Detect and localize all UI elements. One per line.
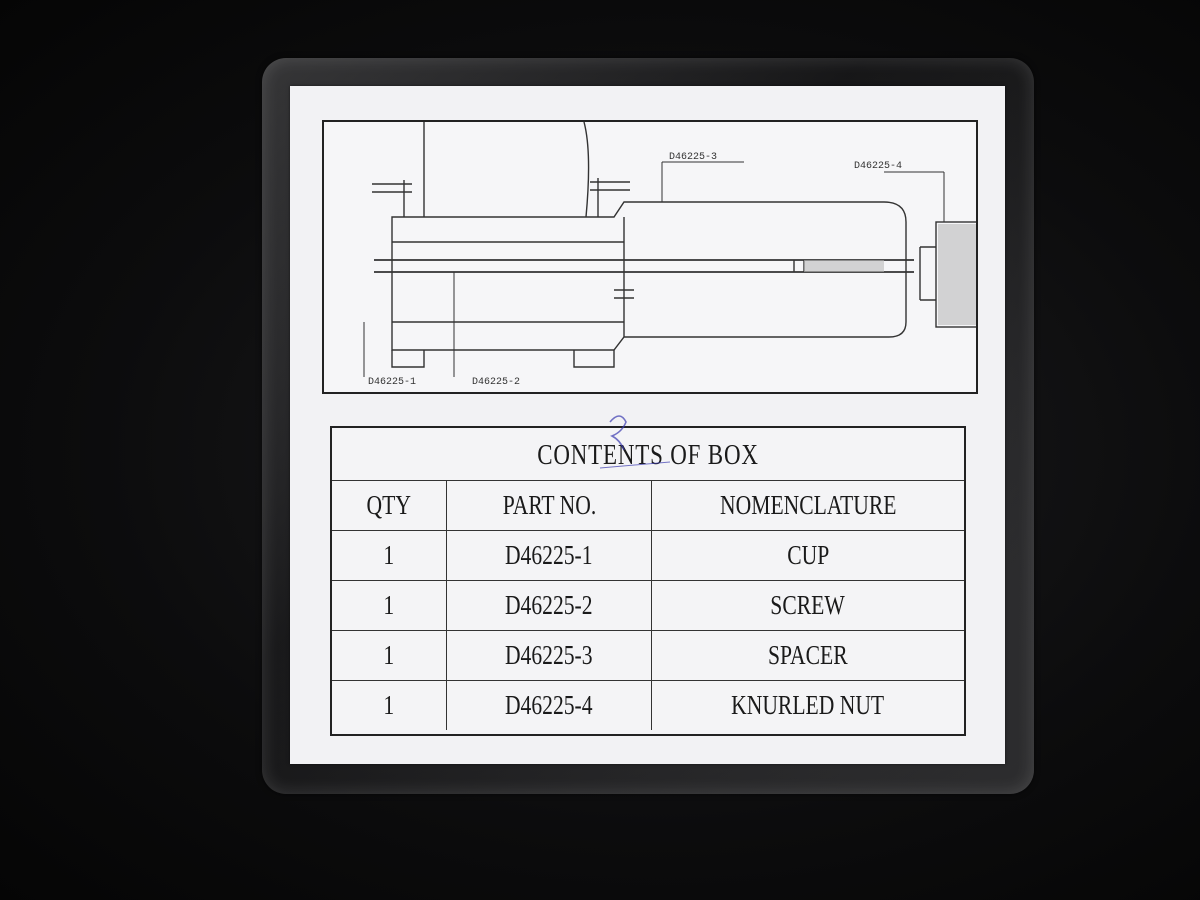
cell-part-no: D46225-4 [446,680,652,730]
cell-part-no: D46225-1 [446,530,652,581]
table-row: 1 D46225-4 KNURLED NUT [332,680,964,730]
cell-part-no: D46225-3 [446,630,652,681]
cell-qty: 1 [332,580,447,631]
contents-title: CONTENTS OF BOX [537,440,759,471]
callout-screw: D46225-2 [472,377,520,388]
callout-knurled-nut: D46225-4 [854,161,902,172]
header-part-no: PART NO. [446,480,652,531]
table-header-row: QTY PART NO. NOMENCLATURE [332,480,964,531]
cell-nomenclature: SPACER [651,630,964,681]
cell-qty: 1 [332,530,447,581]
header-nomenclature: NOMENCLATURE [651,480,964,531]
cell-qty: 1 [332,680,447,730]
cell-nomenclature: CUP [651,530,964,581]
cell-nomenclature: SCREW [651,580,964,631]
table-row: 1 D46225-3 SPACER [332,630,964,681]
cell-part-no: D46225-2 [446,580,652,631]
header-qty: QTY [332,480,447,531]
table-row: 1 D46225-1 CUP [332,530,964,581]
cell-nomenclature: KNURLED NUT [651,680,964,730]
contents-table-frame: CONTENTS OF BOX QTY PART NO. NOMENCLATUR… [330,415,966,736]
parts-card: D46225-3 D46225-4 D46225-1 D46225-2 CONT… [290,86,1005,764]
assembly-drawing: D46225-3 D46225-4 D46225-1 D46225-2 [322,120,978,394]
callout-spacer: D46225-3 [669,152,717,163]
table-row: 1 D46225-2 SCREW [332,580,964,631]
cell-qty: 1 [332,630,447,681]
assembly-drawing-svg: D46225-3 D46225-4 D46225-1 D46225-2 [363,122,976,388]
callout-cup: D46225-1 [368,377,416,388]
contents-table: QTY PART NO. NOMENCLATURE 1 D46225-1 CUP… [332,480,964,730]
